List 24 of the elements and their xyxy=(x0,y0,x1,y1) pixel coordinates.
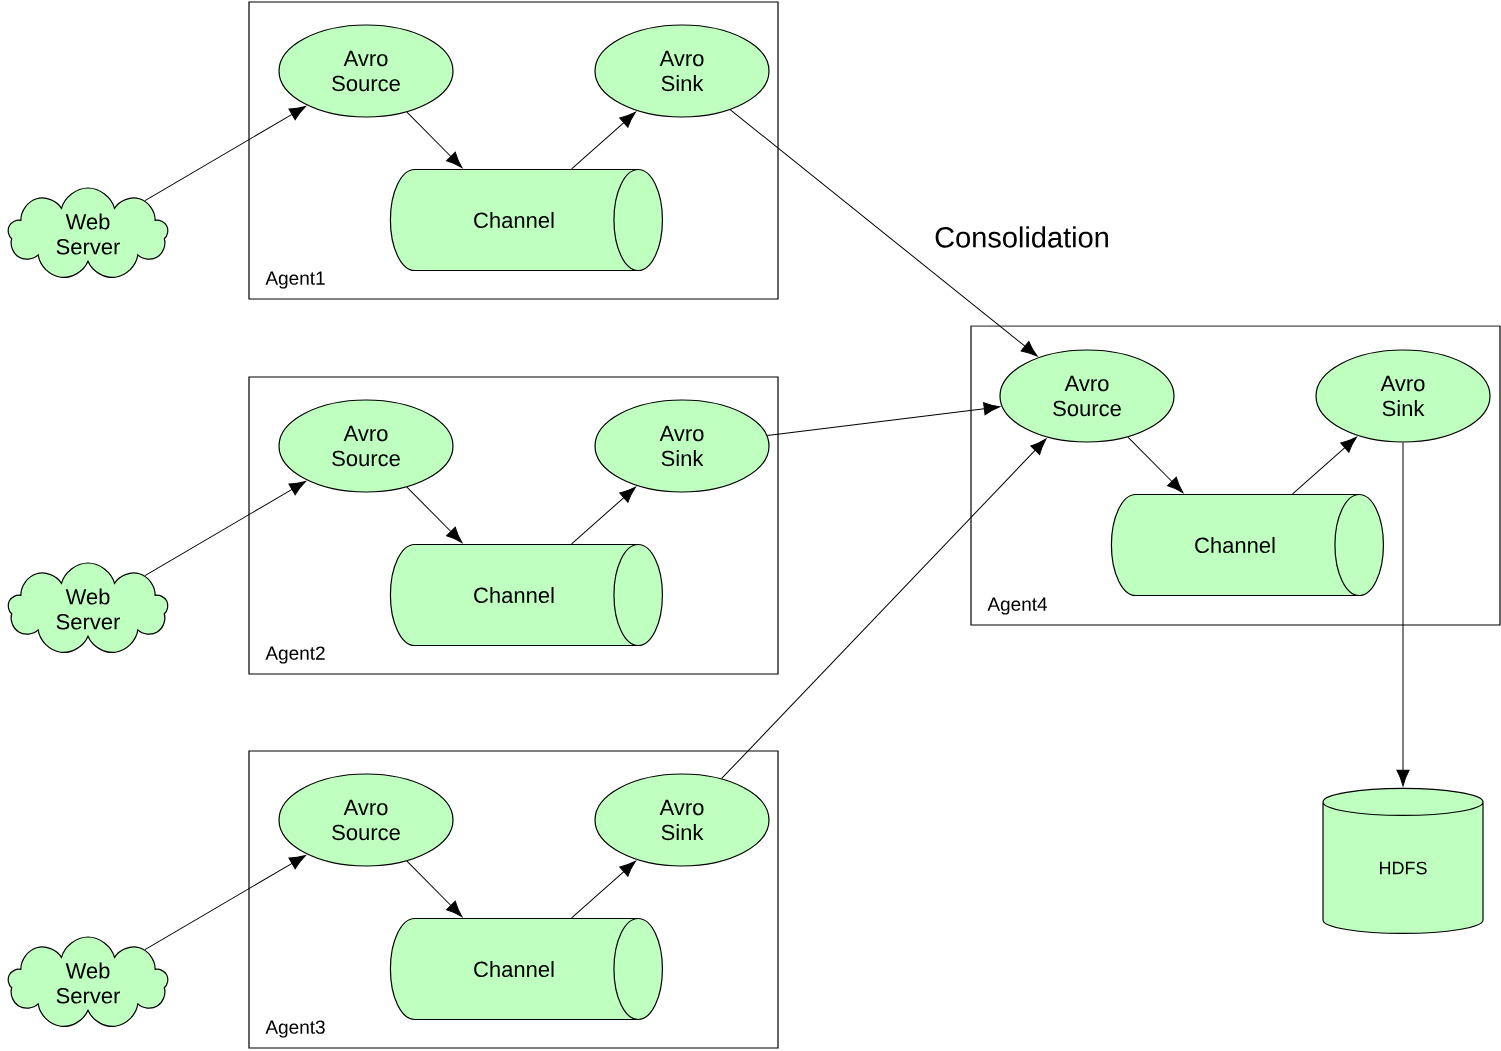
arrow xyxy=(571,111,636,170)
arrow xyxy=(766,402,1001,436)
arrow xyxy=(144,855,306,951)
arrow xyxy=(1127,436,1184,493)
arrow xyxy=(144,481,306,577)
label: Consolidation xyxy=(935,226,1108,248)
arrow xyxy=(1396,442,1410,787)
arrow xyxy=(406,486,463,543)
cloud: Web Server xyxy=(7,936,169,1027)
arrow xyxy=(729,109,1038,357)
channel-cylinder: Channel xyxy=(1110,493,1385,597)
arrow xyxy=(721,438,1047,779)
channel-cylinder: Channel xyxy=(389,917,663,1021)
channel-cylinder: Channel xyxy=(389,543,663,647)
arrow xyxy=(406,860,463,917)
arrow xyxy=(406,111,463,168)
database-cylinder: HDFS xyxy=(1322,787,1484,935)
arrow xyxy=(571,486,636,545)
arrow xyxy=(1292,436,1357,495)
cloud: Web Server xyxy=(7,187,169,278)
cloud: Web Server xyxy=(7,562,169,653)
arrow xyxy=(571,860,636,919)
channel-cylinder: Channel xyxy=(389,168,663,272)
arrow xyxy=(144,106,306,202)
